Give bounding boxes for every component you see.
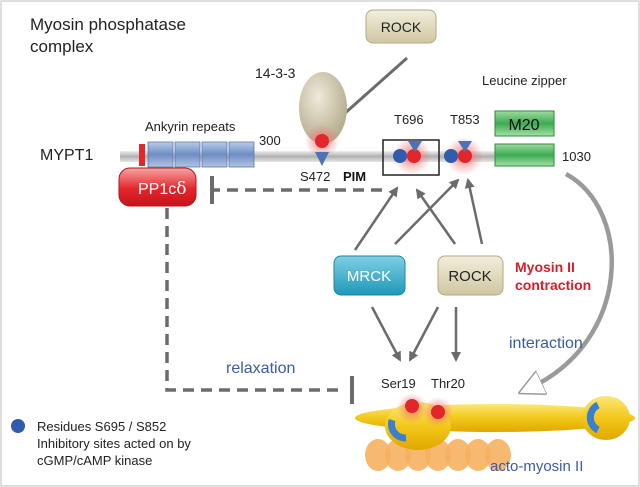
m20-label: M20 xyxy=(508,117,539,134)
title-line1: Myosin phosphatase xyxy=(30,15,186,34)
interaction-label: interaction xyxy=(509,335,583,352)
mrck-to-ser19-arrow xyxy=(370,306,402,362)
myosin-contraction-line1: Myosin II xyxy=(515,259,575,275)
t696-marker xyxy=(408,141,422,152)
leucine-zipper-domain xyxy=(494,143,555,167)
ankyrin-repeat-4 xyxy=(228,141,255,168)
t853-label: T853 xyxy=(450,112,480,127)
ankyrin-repeat-1 xyxy=(147,141,174,168)
rock-to-ser19-arrow xyxy=(408,306,440,362)
rock-top-label: ROCK xyxy=(381,19,422,35)
pp1c-main-text: PP1c xyxy=(138,181,176,198)
protein-14-3-3-label: 14-3-3 xyxy=(255,65,296,81)
s472-phospho-site xyxy=(315,134,329,148)
mrck-box xyxy=(333,255,406,296)
relaxation-path xyxy=(165,208,340,392)
t696-phospho-site xyxy=(407,149,421,163)
s472-marker xyxy=(315,152,329,166)
kvxf-motif xyxy=(139,144,145,166)
actin-filament xyxy=(365,439,511,471)
legend-blue-dot xyxy=(11,419,25,433)
protein-14-3-3-shape xyxy=(299,72,347,144)
t853-phospho-site xyxy=(458,149,472,163)
ankyrin-repeat-2 xyxy=(174,141,201,168)
mypt1-label: MYPT1 xyxy=(40,147,93,164)
title-line2: complex xyxy=(30,37,94,56)
s472-label: S472 xyxy=(300,169,330,184)
thr20-label: Thr20 xyxy=(431,376,465,391)
mypt1-bar xyxy=(120,151,495,162)
pp1c-delta-text: δ xyxy=(176,179,186,199)
rock-to-t696-arrow xyxy=(415,188,457,245)
ser19-phospho-site xyxy=(405,399,419,413)
m20-box xyxy=(494,110,555,137)
residue-1030-label: 1030 xyxy=(562,149,591,164)
t853-marker xyxy=(458,141,472,152)
myosin-contraction-line2: contraction xyxy=(515,277,591,293)
thr20-phospho-site xyxy=(431,405,445,419)
t696-label: T696 xyxy=(394,112,424,127)
s695-inhibitory-site xyxy=(393,149,407,163)
pp1c-box xyxy=(118,167,197,207)
ser19-label: Ser19 xyxy=(381,376,416,391)
mrck-label: MRCK xyxy=(347,268,391,285)
mrck-to-t696-arrow xyxy=(353,186,399,251)
rock-to-t853-arrow xyxy=(464,178,484,245)
myosin-blue-lip-left xyxy=(387,419,407,442)
rock-bottom-box xyxy=(437,255,504,296)
rock-bottom-label: ROCK xyxy=(448,268,491,285)
legend-line1: Residues S695 / S852 xyxy=(37,419,166,434)
pp1c-label: PP1cδ xyxy=(138,179,187,199)
acto-myosin-label: acto-myosin II xyxy=(490,458,583,475)
s852-inhibitory-site xyxy=(444,149,458,163)
relaxation-label: relaxation xyxy=(226,360,295,377)
mrck-to-t853-arrow xyxy=(394,178,460,245)
interaction-arrow xyxy=(530,172,614,388)
leucine-zipper-label: Leucine zipper xyxy=(482,73,567,88)
ankyrin-repeats-label: Ankyrin repeats xyxy=(145,119,236,134)
rock-top-box xyxy=(365,9,437,44)
pim-label: PIM xyxy=(343,169,366,184)
legend-line2: Inhibitory sites acted on by xyxy=(37,436,191,451)
rock-to-s472-arrow xyxy=(333,56,408,124)
myosin-blue-lip-right xyxy=(586,401,600,434)
residue-300-label: 300 xyxy=(259,133,281,148)
legend-line3: cGMP/cAMP kinase xyxy=(37,453,152,468)
ankyrin-repeat-3 xyxy=(201,141,228,168)
